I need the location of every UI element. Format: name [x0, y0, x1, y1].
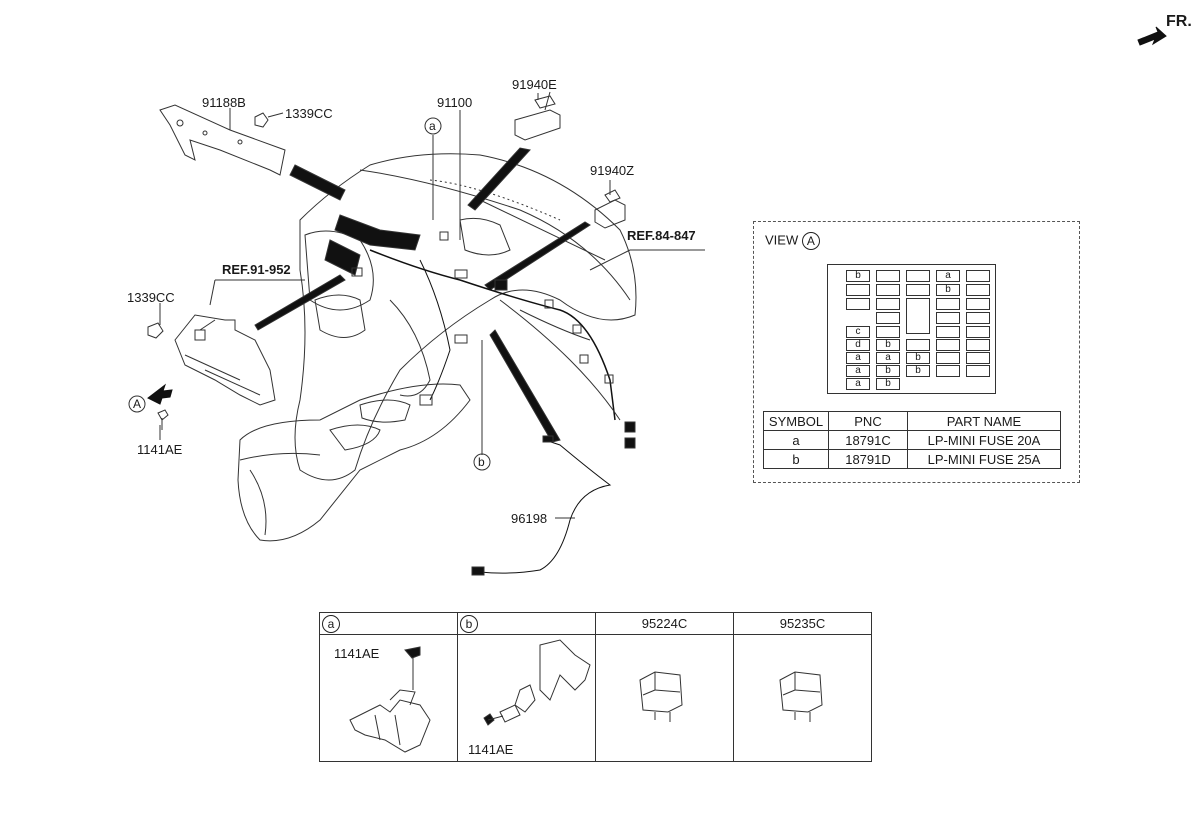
detail-cell-a: a 1141AE: [320, 613, 458, 761]
fuse-slot: [876, 270, 900, 282]
part-label-91940E: 91940E: [512, 77, 557, 92]
detail-cell-b: b 1141AE: [458, 613, 596, 761]
fuse-slot: [906, 284, 930, 296]
dashboard-outline: [294, 153, 637, 481]
view-a-marker-label: A: [133, 397, 142, 411]
part-label-91100: 91100: [437, 95, 473, 110]
fuse-slot: [936, 339, 960, 351]
detail-grid: a 1141AE b 1141AE 95224C 95235C: [319, 612, 872, 762]
view-a-panel: [753, 221, 1080, 483]
fuse-slot: [936, 326, 960, 338]
table-row: b 18791D LP-MINI FUSE 25A: [763, 449, 1061, 469]
detail-symbol-a: a: [322, 615, 340, 633]
fuse-slot: d: [846, 339, 870, 351]
fuse-slot: [906, 339, 930, 351]
front-direction-label: FR.: [1166, 13, 1192, 30]
fuse-slot: [936, 298, 960, 310]
fuse-slot: [876, 326, 900, 338]
fuse-slot: [966, 365, 990, 377]
table-cell: LP-MINI FUSE 25A: [907, 449, 1061, 469]
detail-part-label-b: 1141AE: [468, 742, 514, 757]
table-header: PNC: [828, 411, 908, 431]
fuse-slot: a: [846, 352, 870, 364]
fuse-slot: [906, 298, 930, 334]
fuse-slot: a: [876, 352, 900, 364]
table-cell: 18791D: [828, 449, 908, 469]
fuse-slot: [966, 326, 990, 338]
fuse-slot: a: [936, 270, 960, 282]
part-label-91940Z: 91940Z: [590, 163, 635, 178]
fuse-slot: [966, 312, 990, 324]
fuse-slot: [966, 270, 990, 282]
table-cell: LP-MINI FUSE 20A: [907, 430, 1061, 450]
fuse-slot: [936, 312, 960, 324]
fuse-slot: [936, 352, 960, 364]
detail-part-label-a: 1141AE: [334, 646, 380, 661]
table-row: a 18791C LP-MINI FUSE 20A: [763, 430, 1061, 450]
part-label-1141AE: 1141AE: [137, 442, 183, 457]
view-a-arrow: [147, 383, 173, 405]
detail-symbol-b: b: [460, 615, 478, 633]
view-a-title-marker: A: [801, 232, 820, 250]
callout-b-label: b: [478, 455, 485, 469]
center-console: [237, 383, 471, 542]
fuse-symbol-table: SYMBOL PNC PART NAME a 18791C LP-MINI FU…: [763, 411, 1061, 469]
fuse-slot: c: [846, 326, 870, 338]
fuse-slot: [966, 339, 990, 351]
detail-cell-header: 95235C: [734, 613, 871, 635]
detail-cell-header: 95224C: [596, 613, 733, 635]
fuse-slot: b: [906, 365, 930, 377]
fuse-slot: a: [846, 365, 870, 377]
cable-96198: [479, 439, 612, 574]
table-cell: 18791C: [828, 430, 908, 450]
callout-a-label: a: [429, 119, 436, 133]
module-ref-91-952: [174, 314, 276, 406]
table-header: PART NAME: [907, 411, 1061, 431]
callout-b-circle: [473, 453, 491, 471]
fuse-slot: [876, 298, 900, 310]
fuse-slot: [966, 284, 990, 296]
detail-cell-header: [458, 613, 595, 635]
relay-91940Z: [594, 199, 626, 229]
fuse-slot: b: [876, 365, 900, 377]
part-label-1339CC-left: 1339CC: [127, 290, 175, 305]
fuse-slot: b: [906, 352, 930, 364]
view-a-title: VIEW A: [765, 232, 820, 250]
part-label-96198: 96198: [511, 511, 548, 526]
fuse-slot: b: [876, 339, 900, 351]
fuse-box-diagram: b a b c d b a a b a b b a b: [827, 264, 996, 394]
ref-label-91-952: REF.91-952: [222, 262, 291, 277]
part-label-91188B: 91188B: [202, 95, 246, 110]
fuse-slot: [876, 284, 900, 296]
table-cell: a: [763, 430, 829, 450]
front-direction-arrow: [1137, 26, 1167, 46]
fuse-slot: [966, 352, 990, 364]
detail-cell-95224C: 95224C: [596, 613, 734, 761]
ref-label-84-847: REF.84-847: [627, 228, 696, 243]
fuse-slot: [906, 270, 930, 282]
fuse-slot: [936, 365, 960, 377]
table-header-row: SYMBOL PNC PART NAME: [763, 411, 1061, 431]
fuse-slot: [846, 284, 870, 296]
bracket-91188B: [159, 104, 286, 176]
fuse-slot: a: [846, 378, 870, 390]
view-a-callout-circle: [128, 395, 146, 413]
fuse-slot: [966, 298, 990, 310]
module-91940E: [514, 109, 561, 141]
wiring-band: [289, 164, 346, 201]
fuse-slot: b: [936, 284, 960, 296]
fuse-slot: [876, 312, 900, 324]
view-a-title-text: VIEW: [765, 232, 799, 248]
part-label-1339CC-top: 1339CC: [285, 106, 333, 121]
fuse-slot: b: [846, 270, 870, 282]
callout-a-circle: [424, 117, 442, 135]
table-cell: b: [763, 449, 829, 469]
detail-cell-95235C: 95235C: [734, 613, 871, 761]
fuse-slot: [846, 298, 870, 310]
table-header: SYMBOL: [763, 411, 829, 431]
detail-cell-header: [320, 613, 457, 635]
fuse-slot: b: [876, 378, 900, 390]
